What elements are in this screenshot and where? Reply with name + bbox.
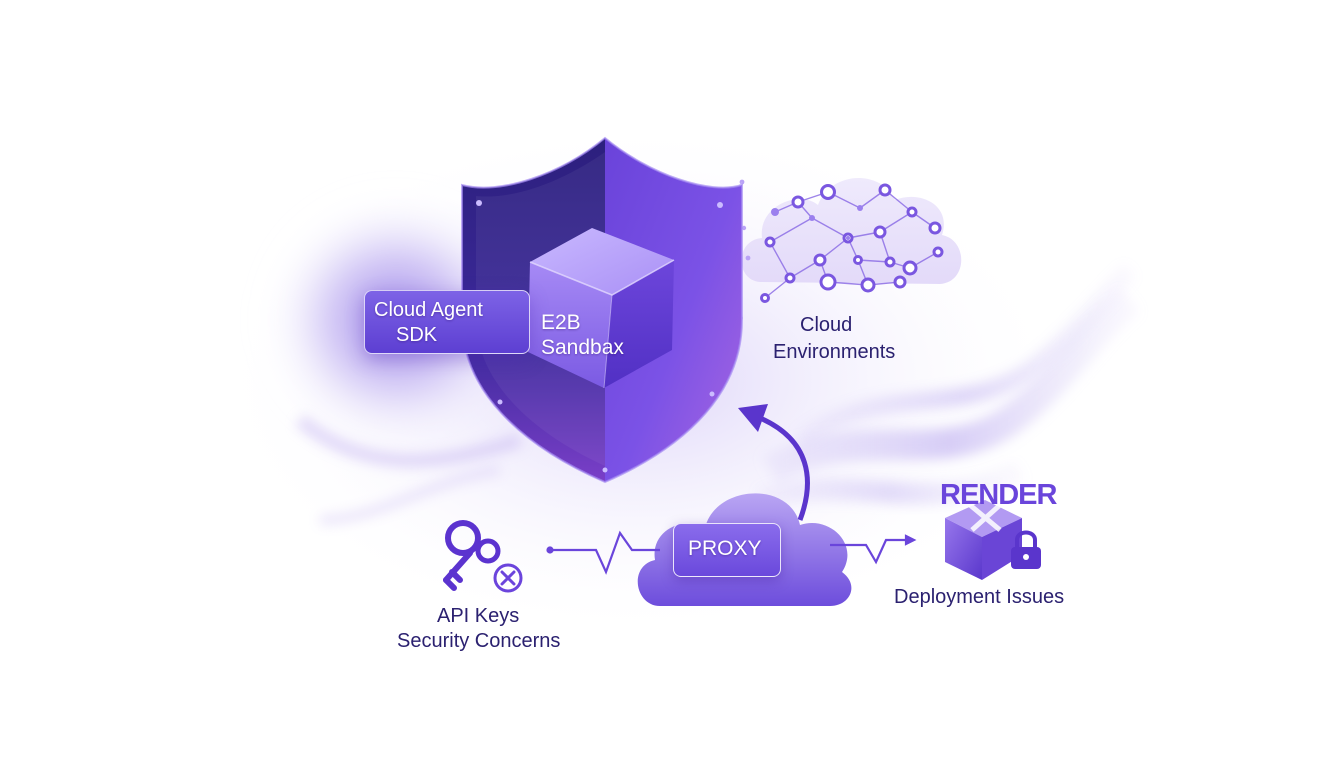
e2b-sandbox-label-line1: E2B (541, 311, 581, 334)
e2b-sandbox-label-line2: Sandbax (541, 336, 624, 359)
key-icon (443, 520, 501, 591)
cloud-agent-sdk-box: Cloud Agent SDK (364, 290, 530, 354)
deployment-issues-label: Deployment Issues (894, 586, 1065, 608)
network-cloud-icon (741, 178, 962, 303)
flow-waves (756, 263, 1140, 511)
cloud-environments-label-line1: Cloud (800, 314, 853, 336)
render-box-icon (945, 500, 1022, 580)
cloud-agent-sdk-label-line2: SDK (396, 324, 438, 346)
cloud-agent-sdk-label-line1: Cloud Agent (374, 299, 483, 321)
x-circle-icon (493, 563, 523, 593)
proxy-label: PROXY (688, 537, 762, 560)
proxy-box: PROXY (673, 523, 781, 577)
cube-icon (528, 228, 675, 389)
security-concerns-label: Security Concerns (397, 630, 561, 652)
pulse-line-icon (546, 530, 917, 575)
api-keys-label: API Keys (437, 605, 520, 627)
cloud-environments-label-line2: Environments (773, 341, 896, 363)
curved-arrow-icon (738, 404, 810, 521)
render-logo-text: RENDER (940, 479, 1058, 511)
lock-icon (1011, 530, 1041, 569)
